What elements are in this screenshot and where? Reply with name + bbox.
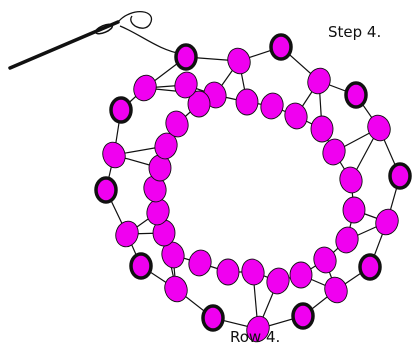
row-label: Row 4. — [230, 328, 281, 346]
bead-inner — [187, 90, 211, 118]
bead-inner — [188, 249, 212, 277]
bead-inner — [216, 258, 240, 286]
bead-outer-dark — [344, 81, 368, 109]
needle-eye — [94, 23, 114, 35]
bead-inner — [322, 138, 346, 166]
bead-inner — [339, 166, 363, 194]
bead-mid — [246, 315, 270, 343]
bead-inner — [342, 196, 366, 224]
bead-mid — [324, 276, 348, 304]
bead-inner — [174, 71, 198, 99]
bead-inner — [310, 115, 334, 143]
bead-outer-dark — [269, 33, 293, 61]
bead-inner — [284, 102, 308, 130]
needle-icon — [8, 20, 120, 70]
bead-inner — [235, 88, 259, 116]
bead-outer-dark — [109, 96, 133, 124]
bead-mid — [227, 47, 251, 75]
bead-inner — [266, 267, 290, 295]
bead-mid — [375, 208, 399, 236]
bead-mid — [115, 220, 139, 248]
thread-loop — [117, 11, 183, 55]
bead-mid — [133, 74, 157, 102]
bead-mid — [102, 141, 126, 169]
bead-outer-dark — [129, 252, 153, 280]
bead-inner — [154, 132, 178, 160]
bead-inner — [313, 246, 337, 274]
bead-mid — [164, 275, 188, 303]
bead-outer-dark — [358, 253, 382, 281]
bead-outer-dark — [201, 304, 225, 332]
bead-inner — [289, 261, 313, 289]
bead-inner — [165, 110, 189, 138]
bead-inner — [335, 226, 359, 254]
step-label: Step 4. — [328, 23, 382, 41]
bead-outer-dark — [174, 43, 198, 71]
bead-outer-dark — [388, 162, 412, 190]
bead-outer-dark — [94, 176, 118, 204]
needle-and-thread — [8, 11, 183, 70]
bead-mid — [367, 114, 391, 142]
bead-inner — [260, 92, 284, 120]
bead-group — [94, 33, 412, 343]
bead-mid — [307, 67, 331, 95]
bead-inner — [241, 258, 265, 286]
bead-outer-dark — [291, 302, 315, 330]
